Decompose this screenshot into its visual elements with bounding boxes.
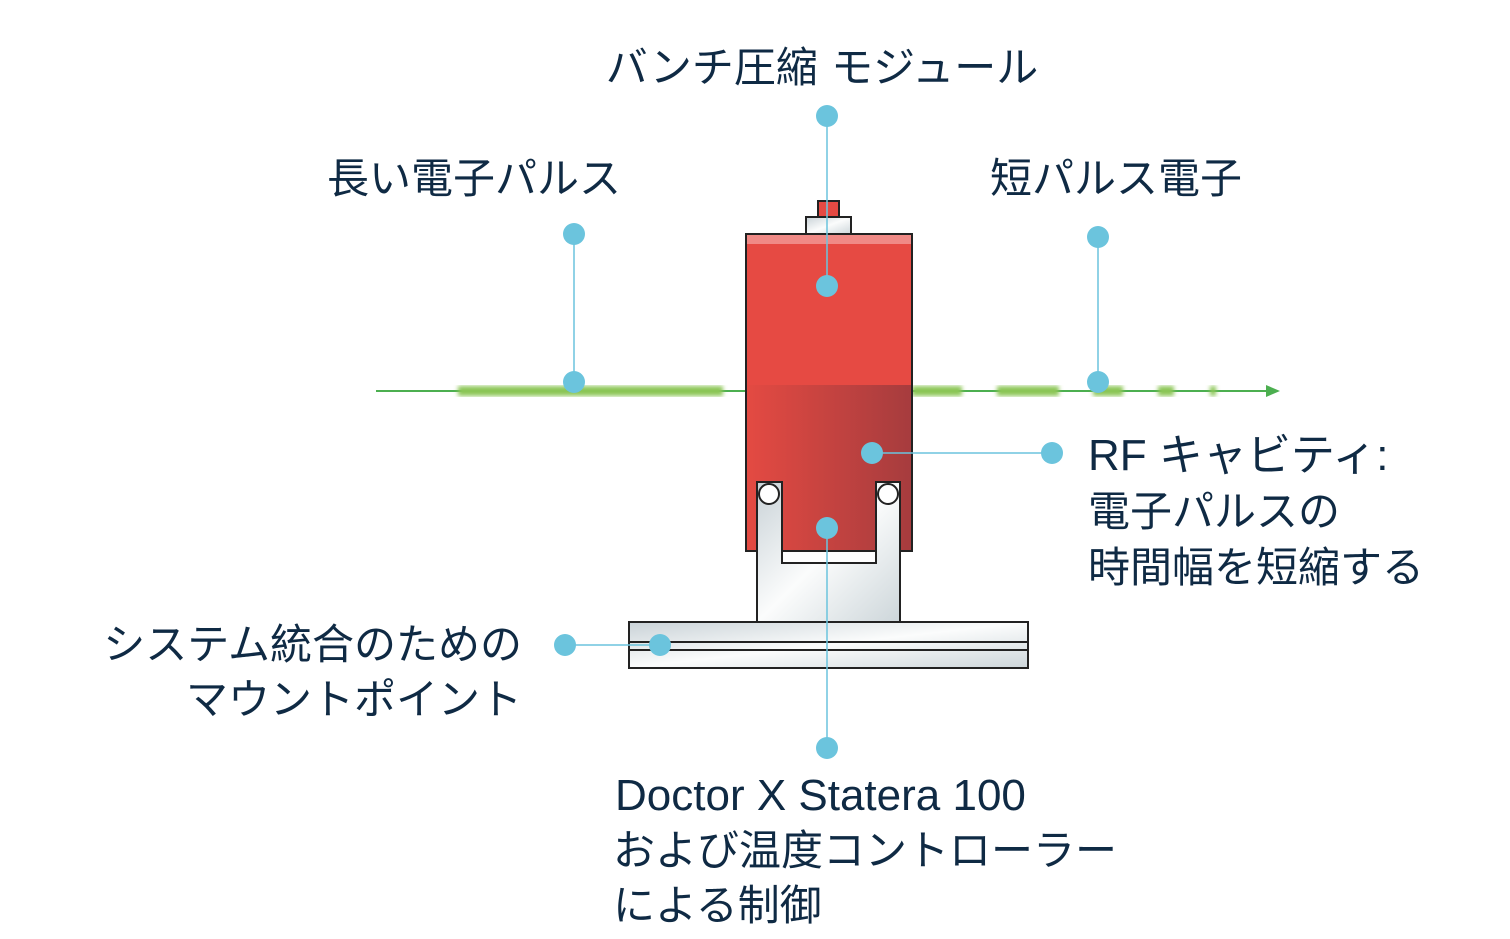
label-control-1: Doctor X Statera 100 xyxy=(615,771,1026,820)
dot xyxy=(554,634,576,656)
label-rf-cavity-2: 電子パルスの xyxy=(1088,487,1340,536)
label-rf-cavity-3: 時間幅を短縮する xyxy=(1088,543,1424,592)
dot xyxy=(816,517,838,539)
label-control-3: による制御 xyxy=(613,881,822,930)
label-mount-1: システム統合のための xyxy=(103,620,522,669)
dot xyxy=(649,634,671,656)
label-control-2: および温度コントローラー xyxy=(613,826,1117,875)
leader-lines xyxy=(565,116,1099,748)
dot xyxy=(1087,371,1109,393)
dot xyxy=(563,223,585,245)
label-mount-2: マウントポイント xyxy=(186,675,522,724)
label-long-pulse: 長い電子パルス xyxy=(327,154,621,203)
dot xyxy=(861,442,883,464)
dot xyxy=(816,275,838,297)
dot xyxy=(563,371,585,393)
rf-cavity-device xyxy=(628,200,1029,669)
label-bunch-module: バンチ圧縮 モジュール xyxy=(606,43,1039,92)
dot xyxy=(816,105,838,127)
label-rf-cavity-1: RF キャビティ: xyxy=(1088,431,1388,480)
label-short-pulse: 短パルス電子 xyxy=(990,154,1242,203)
callout-dots xyxy=(554,105,1109,759)
dot xyxy=(1087,226,1109,248)
dot xyxy=(1041,442,1063,464)
dot xyxy=(816,737,838,759)
